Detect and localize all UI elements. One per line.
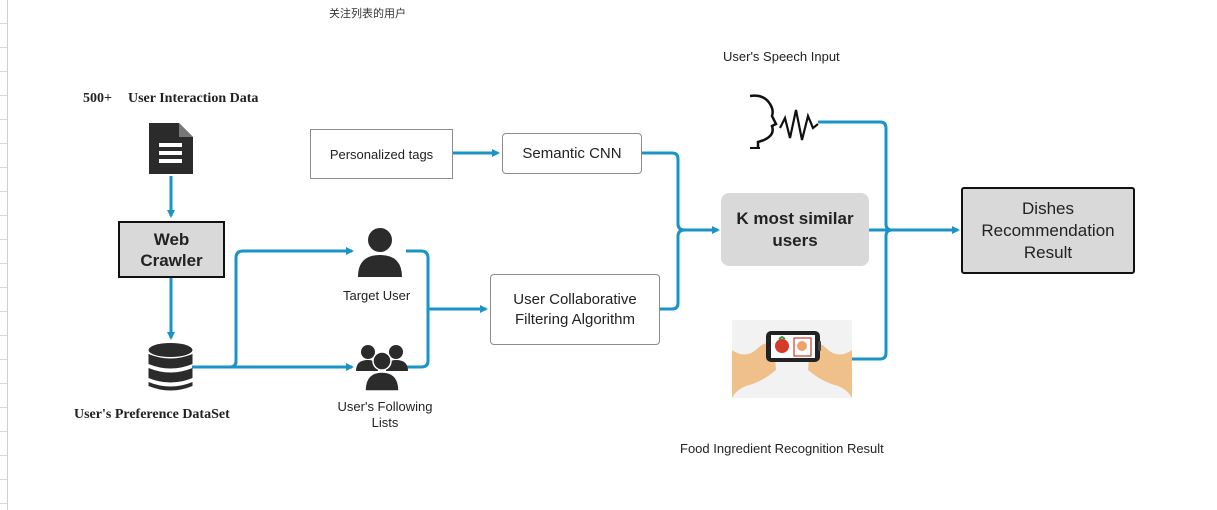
semantic-cnn-node: Semantic CNN <box>502 133 642 174</box>
personalized-tags-node: Personalized tags <box>310 129 453 179</box>
web-crawler-node: Web Crawler <box>118 221 225 278</box>
interaction-label: User Interaction Data <box>128 91 259 106</box>
following-lists-label: User's Following Lists <box>337 399 433 430</box>
top-note: 关注列表的用户 <box>329 8 406 20</box>
speech-icon <box>749 94 819 149</box>
user-group-icon <box>356 345 408 391</box>
spreadsheet-gutter <box>0 0 8 510</box>
document-icon <box>149 123 193 174</box>
target-user-label: Target User <box>343 288 411 303</box>
dishes-result-node: Dishes Recommendation Result <box>961 187 1135 274</box>
arrow-cnn-to-k <box>642 151 720 234</box>
cf-algorithm-node: User Collaborative Filtering Algorithm <box>490 274 660 345</box>
interaction-count: 500+ <box>83 91 112 106</box>
arrow-cf-to-k <box>660 228 686 311</box>
speech-input-label: User's Speech Input <box>723 49 840 64</box>
database-icon <box>148 343 193 391</box>
target-user-icon <box>358 228 402 277</box>
k-similar-users-node: K most similar users <box>721 193 869 266</box>
arrow-users-to-cf <box>406 249 486 369</box>
dataset-label: User's Preference DataSet <box>74 407 230 422</box>
food-recognition-label: Food Ingredient Recognition Result <box>680 441 884 456</box>
food-recognition-image <box>732 320 852 398</box>
